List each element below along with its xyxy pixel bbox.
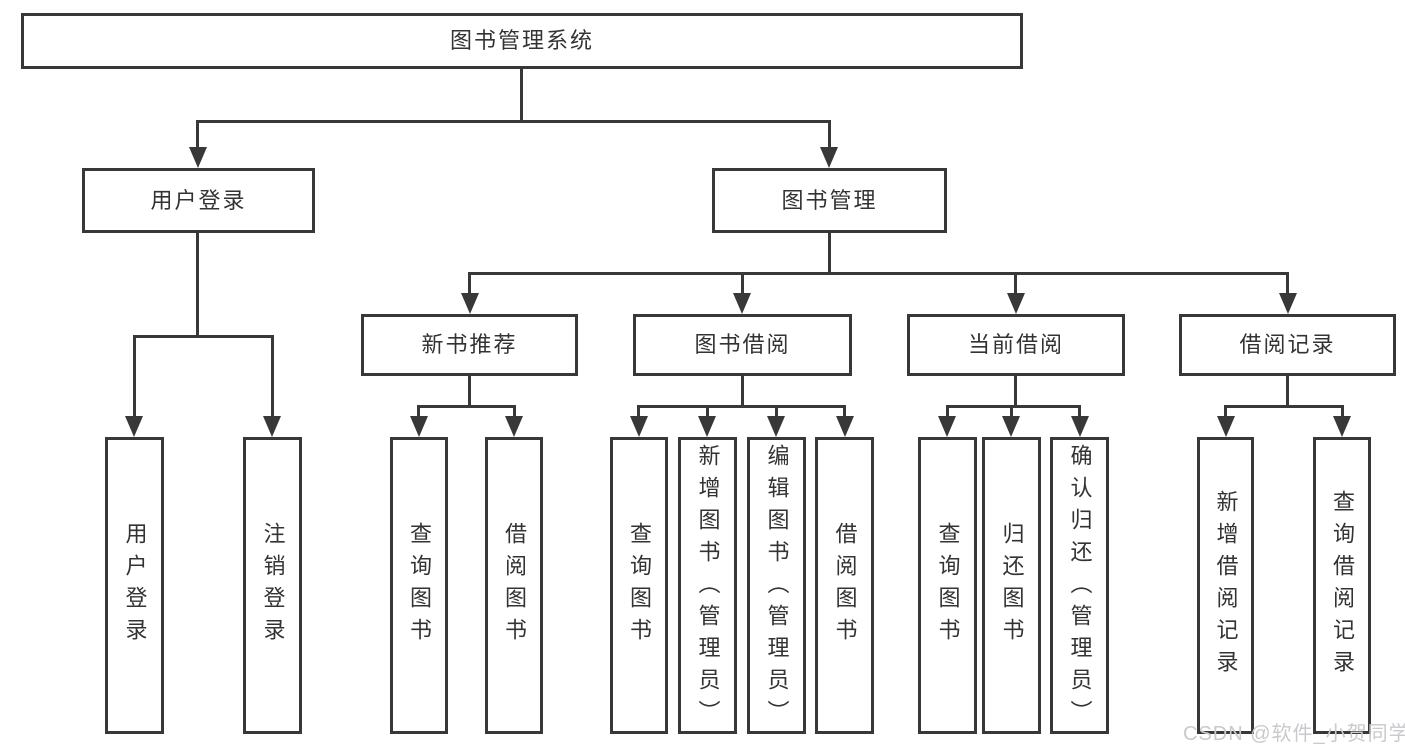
csdn-watermark: CSDN @软件_小贺同学 bbox=[1183, 723, 1405, 745]
arrowhead-leaf-borrow-books bbox=[836, 416, 854, 437]
leaf-confirm-return-admin: 确认归还（管理员） bbox=[1050, 437, 1109, 734]
arrowhead-leaf-add-books bbox=[698, 416, 716, 437]
connector-recommend-stem bbox=[468, 376, 471, 408]
connector-leaf-drop bbox=[417, 405, 420, 419]
connector-leaf-drop bbox=[513, 405, 516, 419]
connector-leaf-user-login-drop bbox=[133, 335, 136, 419]
arrowhead-leaf-query-borrowing bbox=[630, 416, 648, 437]
connector-leaf-drop bbox=[843, 405, 846, 419]
arrowhead-borrowing bbox=[733, 293, 751, 314]
node-new-book-recommend: 新书推荐 bbox=[361, 314, 578, 376]
node-borrowing-records: 借阅记录 bbox=[1179, 314, 1396, 376]
connector-records-stem bbox=[1286, 376, 1289, 408]
connector-leaf-drop bbox=[1010, 405, 1013, 419]
connector-recommend-bar bbox=[417, 405, 516, 408]
arrowhead-leaf-query-current bbox=[938, 416, 956, 437]
leaf-query-books-borrowing: 查询图书 bbox=[610, 437, 668, 734]
connector-borrowing-stem bbox=[741, 376, 744, 408]
node-book-borrowing: 图书借阅 bbox=[633, 314, 852, 376]
connector-leaf-drop bbox=[946, 405, 949, 419]
arrowhead-leaf-query-record bbox=[1333, 416, 1351, 437]
connector-records-bar bbox=[1224, 405, 1344, 408]
connector-leaf-drop bbox=[1224, 405, 1227, 419]
connector-current-stem bbox=[1014, 376, 1017, 408]
leaf-add-borrow-record: 新增借阅记录 bbox=[1197, 437, 1254, 734]
leaf-logout: 注销登录 bbox=[243, 437, 302, 734]
arrowhead-book-mgmt bbox=[820, 147, 838, 168]
arrowhead-records bbox=[1279, 293, 1297, 314]
node-book-management: 图书管理 bbox=[712, 168, 947, 233]
arrowhead-recommend bbox=[461, 293, 479, 314]
arrowhead-leaf-add-record bbox=[1217, 416, 1235, 437]
connector-book-mgmt-drop bbox=[828, 120, 831, 148]
connector-user-login-drop bbox=[196, 120, 199, 148]
connector-borrowing-drop bbox=[741, 272, 744, 296]
connector-leaf-drop bbox=[637, 405, 640, 419]
leaf-edit-books-admin: 编辑图书（管理员） bbox=[747, 437, 806, 734]
arrowhead-user-login bbox=[189, 147, 207, 168]
arrowhead-leaf-edit-books bbox=[767, 416, 785, 437]
connector-leaf-drop bbox=[706, 405, 709, 419]
connector-user-login-bar bbox=[133, 335, 274, 338]
connector-recommend-drop bbox=[468, 272, 471, 296]
leaf-query-borrow-record: 查询借阅记录 bbox=[1313, 437, 1371, 734]
node-library-management-system: 图书管理系统 bbox=[21, 13, 1023, 69]
leaf-query-books-recommend: 查询图书 bbox=[390, 437, 448, 734]
leaf-borrow-books-recommend: 借阅图书 bbox=[485, 437, 543, 734]
arrowhead-leaf-query-recommend bbox=[410, 416, 428, 437]
connector-book-mgmt-bar bbox=[468, 272, 1289, 275]
leaf-return-books: 归还图书 bbox=[982, 437, 1041, 734]
connector-root-stem bbox=[520, 69, 523, 123]
connector-records-drop bbox=[1286, 272, 1289, 296]
leaf-query-books-current: 查询图书 bbox=[918, 437, 977, 734]
arrowhead-leaf-return-books bbox=[1002, 416, 1020, 437]
connector-borrowing-bar bbox=[637, 405, 846, 408]
leaf-user-login: 用户登录 bbox=[105, 437, 164, 734]
arrowhead-current bbox=[1007, 293, 1025, 314]
arrowhead-leaf-user-login bbox=[125, 416, 143, 437]
leaf-borrow-books-borrowing: 借阅图书 bbox=[815, 437, 874, 734]
leaf-add-books-admin: 新增图书（管理员） bbox=[678, 437, 737, 734]
connector-leaf-logout-drop bbox=[271, 335, 274, 419]
connector-root-bar bbox=[197, 120, 831, 123]
connector-user-login-stem bbox=[196, 233, 199, 338]
node-current-borrowing: 当前借阅 bbox=[907, 314, 1125, 376]
connector-current-drop bbox=[1014, 272, 1017, 296]
node-user-login: 用户登录 bbox=[82, 168, 315, 233]
connector-leaf-drop bbox=[1078, 405, 1081, 419]
arrowhead-leaf-confirm-return bbox=[1071, 416, 1089, 437]
arrowhead-leaf-borrow-recommend bbox=[505, 416, 523, 437]
connector-book-mgmt-stem bbox=[828, 233, 831, 275]
connector-leaf-drop bbox=[1341, 405, 1344, 419]
arrowhead-leaf-logout bbox=[263, 416, 281, 437]
connector-leaf-drop bbox=[775, 405, 778, 419]
connector-current-bar bbox=[946, 405, 1081, 408]
